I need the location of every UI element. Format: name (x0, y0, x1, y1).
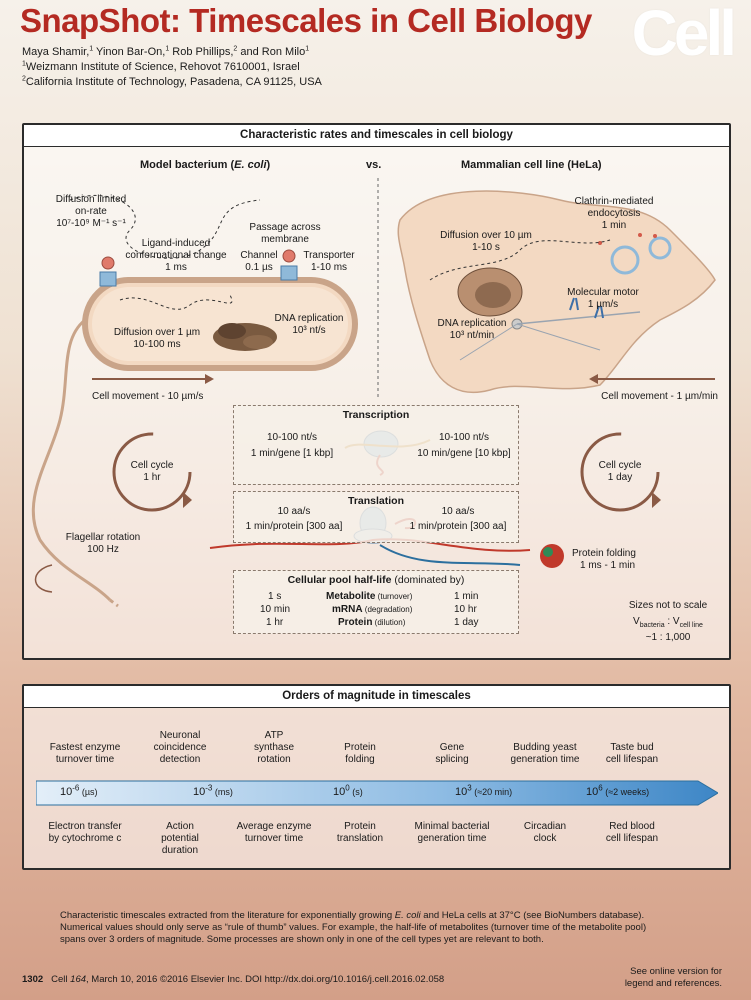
timescale-label-line: Protein (344, 742, 376, 753)
timescale-label-line: turnover time (244, 833, 304, 844)
pool-halflife-box: Cellular pool half-life (dominated by) (233, 570, 519, 634)
timescale-arrow (36, 780, 718, 806)
transporter-label: Transporter 1-10 ms (303, 250, 355, 273)
timescale-label-line: folding (345, 754, 375, 765)
timescale-label-line: cell lifespan (605, 833, 659, 844)
timescale-label-line: generation time (510, 754, 580, 765)
transcription-box: Transcription (233, 405, 519, 485)
timescale-tick: 100 (s) (333, 783, 363, 798)
timescale-label-line: detection (159, 754, 201, 765)
timescale-label-line: synthase (253, 742, 295, 753)
affiliation-2: 2California Institute of Technology, Pas… (22, 75, 322, 88)
affiliation-1: 1Weizmann Institute of Science, Rehovot … (22, 60, 300, 73)
timescale-label-line: Budding yeast (513, 742, 577, 753)
bacteria-diffusion-label: Diffusion over 1 µm 10-100 ms (113, 327, 201, 350)
timescale-label-line: Electron transfer (48, 821, 122, 832)
bacteria-cycle-label: Cell cycle 1 hr (130, 460, 174, 483)
timescale-label-line: Neuronal (159, 730, 201, 741)
translation-box: Translation (233, 491, 519, 543)
orders-panel: Orders of magnitude in timescales (22, 684, 731, 870)
online-note: See online version for legend and refere… (624, 966, 722, 989)
diffusion-limited-label: Diffusion limited on-rate 10⁷-10⁹ M⁻¹ s⁻… (55, 194, 127, 229)
timescale-label-line: Average enzyme (236, 821, 312, 832)
channel-label: Channel 0.1 µs (240, 250, 278, 273)
transcription-left: 10-100 nt/s 1 min/gene [1 kbp] (250, 432, 334, 459)
timescale-label-line: Protein (344, 821, 376, 832)
timescale-label-line: by cytochrome c (48, 833, 122, 844)
vs-label: vs. (366, 159, 382, 171)
protein-folding-label: Protein folding 1 ms - 1 min (572, 548, 636, 571)
timescale-label-line: splicing (435, 754, 469, 765)
timescale-label-line: duration (161, 845, 199, 856)
hela-heading: Mammalian cell line (HeLa) (461, 159, 602, 171)
rates-panel-title: Characteristic rates and timescales in c… (24, 125, 729, 147)
hela-movement-label: Cell movement - 1 µm/min (601, 391, 718, 402)
timescale-label-line: Minimal bacterial (414, 821, 490, 832)
motor-label: Molecular motor 1 µm/s (567, 287, 639, 310)
timescale-label-line: turnover time (55, 754, 115, 765)
translation-title: Translation (347, 495, 404, 507)
timescale-label-line: Circadian (523, 821, 567, 832)
timescale-label-line: generation time (417, 833, 487, 844)
transcription-title: Transcription (342, 409, 410, 421)
timescale-label-line: Fastest enzyme (49, 742, 121, 753)
timescale-label-line: coincidence (153, 742, 207, 753)
flagellar-label: Flagellar rotation 100 Hz (65, 532, 141, 555)
cell-logo: Cell (631, 0, 737, 69)
bacteria-heading: Model bacterium (E. coli) (140, 159, 271, 171)
translation-right: 10 aa/s 1 min/protein [300 aa] (409, 506, 507, 532)
timescale-label-line: cell lifespan (605, 754, 659, 765)
timescale-label-line: ATP (264, 730, 284, 741)
timescale-label-line: Taste bud (610, 742, 654, 753)
scale-note: Sizes not to scale Vbacteria : Vcell lin… (628, 600, 708, 643)
timescale-tick: 103 (≈20 min) (455, 783, 513, 798)
page-title: SnapShot: Timescales in Cell Biology (20, 2, 592, 39)
hela-cycle-label: Cell cycle 1 day (598, 460, 642, 483)
translation-left: 10 aa/s 1 min/protein [300 aa] (245, 506, 343, 532)
timescale-tick: 10-6 (µs) (60, 783, 98, 798)
orders-panel-title: Orders of magnitude in timescales (24, 686, 729, 708)
passage-label: Passage across membrane (249, 222, 321, 245)
author-line: Maya Shamir,1 Yinon Bar-On,1 Rob Phillip… (22, 45, 310, 58)
transcription-right: 10-100 nt/s 10 min/gene [10 kbp] (417, 432, 511, 459)
bacteria-movement-label: Cell movement - 10 µm/s (92, 391, 204, 402)
timescale-label-line: Red blood (609, 821, 655, 832)
hela-dna-label: DNA replication 10³ nt/min (437, 318, 507, 341)
timescale-label-line: potential (161, 833, 199, 844)
timescale-label-line: translation (336, 833, 384, 844)
bacteria-dna-label: DNA replication 10³ nt/s (274, 313, 344, 336)
timescale-label-line: Gene (439, 742, 465, 753)
pool-title: Cellular pool half-life (dominated by) (287, 574, 465, 586)
timescale-tick: 106 (≈2 weeks) (586, 783, 650, 798)
timescale-label-line: clock (533, 833, 557, 844)
timescale-label-line: rotation (257, 754, 291, 765)
timescale-label-line: Action (166, 821, 194, 832)
ligand-label: Ligand-induced conformational change 1 m… (125, 238, 227, 273)
footer-note: Characteristic timescales extracted from… (60, 910, 647, 945)
timescale-tick: 10-3 (ms) (193, 783, 233, 798)
author-block: Maya Shamir,1 Yinon Bar-On,1 Rob Phillip… (22, 45, 322, 90)
hela-diffusion-label: Diffusion over 10 µm 1-10 s (440, 230, 532, 253)
clathrin-label: Clathrin-mediated endocytosis 1 min (574, 196, 654, 231)
